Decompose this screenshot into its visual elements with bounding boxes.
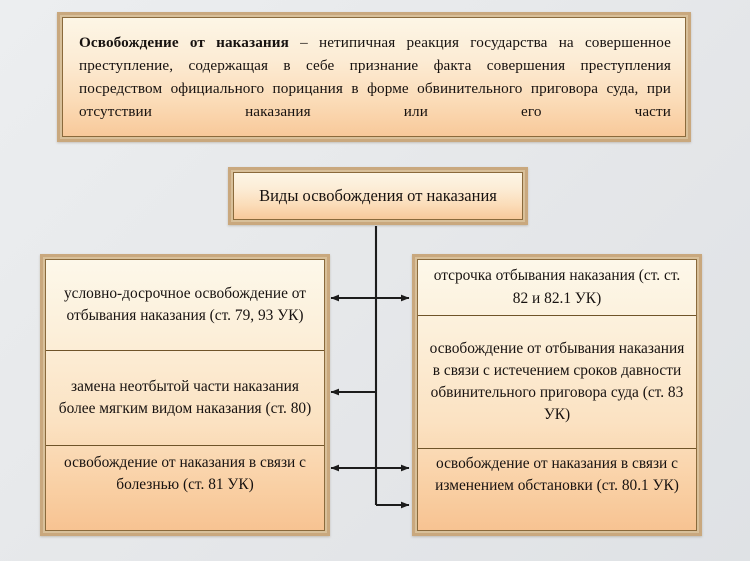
definition-text: Освобождение от наказания – нетипичная р…	[79, 31, 671, 123]
left-item-3-label: освобождение от наказания в связи с боле…	[64, 454, 306, 494]
left-item-3: освобождение от наказания в связи с боле…	[46, 446, 324, 530]
left-item-1: условно-досрочное освобождение от отбыва…	[46, 260, 324, 351]
definition-box: Освобождение от наказания – нетипичная р…	[57, 12, 691, 142]
diagram-title-box-inner: Виды освобождения от наказания	[233, 172, 523, 220]
right-item-2: освобождение от отбывания наказания в св…	[418, 316, 696, 449]
right-item-1-label: отсрочка отбывания наказания (ст. ст. 82…	[433, 267, 681, 307]
diagram-title-box: Виды освобождения от наказания	[228, 167, 528, 225]
right-item-3-label: освобождение от наказания в связи с изме…	[435, 455, 679, 495]
right-category-column: отсрочка отбывания наказания (ст. ст. 82…	[412, 254, 702, 536]
left-item-2-label: замена неотбытой части наказания более м…	[58, 377, 312, 417]
right-item-3: освобождение от наказания в связи с изме…	[418, 449, 696, 530]
right-item-2-label: освобождение от отбывания наказания в св…	[429, 339, 685, 424]
left-category-column: условно-досрочное освобождение от отбыва…	[40, 254, 330, 536]
definition-term: Освобождение от наказания	[79, 33, 289, 51]
left-item-1-label: условно-досрочное освобождение от отбыва…	[63, 284, 307, 324]
definition-body: – нетипичная реакция государства на сове…	[79, 33, 672, 121]
left-item-2: замена неотбытой части наказания более м…	[46, 351, 324, 446]
definition-box-inner: Освобождение от наказания – нетипичная р…	[62, 17, 686, 137]
right-item-1: отсрочка отбывания наказания (ст. ст. 82…	[418, 260, 696, 316]
left-category-column-inner: условно-досрочное освобождение от отбыва…	[45, 259, 325, 531]
diagram-title-text: Виды освобождения от наказания	[259, 186, 497, 206]
right-category-column-inner: отсрочка отбывания наказания (ст. ст. 82…	[417, 259, 697, 531]
